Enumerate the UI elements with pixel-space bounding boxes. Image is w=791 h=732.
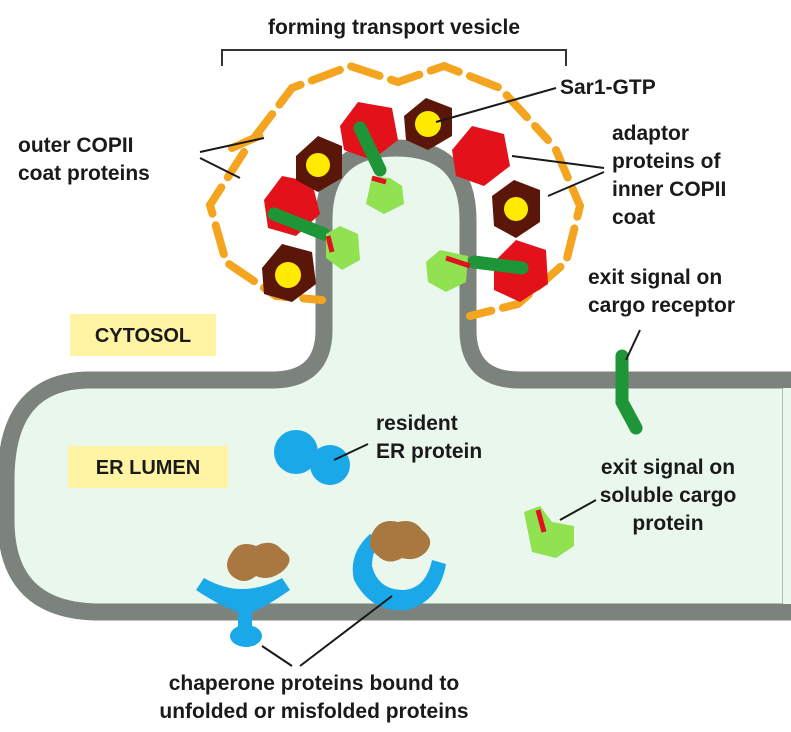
title: forming transport vesicle xyxy=(268,16,520,39)
cytosol-label: CYTOSOL xyxy=(95,325,191,347)
resident-er-protein xyxy=(274,430,350,485)
chaperone-label-2: unfolded or misfolded proteins xyxy=(159,700,468,723)
vesicle-bracket xyxy=(221,49,567,66)
chaperone-right xyxy=(352,521,446,611)
outer-coat-label-1: outer COPII xyxy=(18,134,134,157)
adaptor-label-4: coat xyxy=(612,206,655,229)
lumen-continuation xyxy=(783,388,791,604)
outer-copii-coat xyxy=(205,61,585,320)
chaperone-left xyxy=(196,542,290,647)
sar1-label: Sar1-GTP xyxy=(560,76,656,99)
adaptor-red xyxy=(340,102,398,160)
soluble-cargo-protein xyxy=(524,506,574,558)
adaptor-label-2: proteins of xyxy=(612,150,722,173)
chaperone-label-1: chaperone proteins bound to xyxy=(169,672,460,695)
er-membrane xyxy=(0,139,791,621)
resident-label-2: ER protein xyxy=(376,440,482,463)
exit-soluble-label-1: exit signal on xyxy=(601,456,735,479)
sar1-gtp xyxy=(306,153,330,177)
cargo-receptors xyxy=(267,121,529,292)
exit-receptor-label-1: exit signal on xyxy=(588,266,722,289)
exit-soluble-label-3: protein xyxy=(632,512,703,535)
inner-copii-coat xyxy=(262,98,548,302)
cytosol-tag xyxy=(70,314,216,356)
sar1-gtp xyxy=(275,262,301,288)
leader-lines xyxy=(199,87,641,667)
cargo-receptor-free xyxy=(615,349,643,435)
exit-receptor-label-2: cargo receptor xyxy=(588,294,735,317)
sar1-gtp xyxy=(415,111,441,137)
misfolded-protein xyxy=(369,521,431,562)
sar1-gtp xyxy=(504,197,528,221)
er-lumen-label: ER LUMEN xyxy=(96,457,200,479)
er-lumen-tag xyxy=(68,446,228,488)
adaptor-label-3: inner COPII xyxy=(612,178,726,201)
outer-coat-label-2: coat proteins xyxy=(18,162,150,185)
misfolded-protein xyxy=(227,542,290,581)
resident-label-1: resident xyxy=(376,412,458,435)
adaptor-red xyxy=(452,126,510,186)
adaptor-label-1: adaptor xyxy=(612,122,689,145)
exit-soluble-label-2: soluble cargo xyxy=(600,484,737,507)
